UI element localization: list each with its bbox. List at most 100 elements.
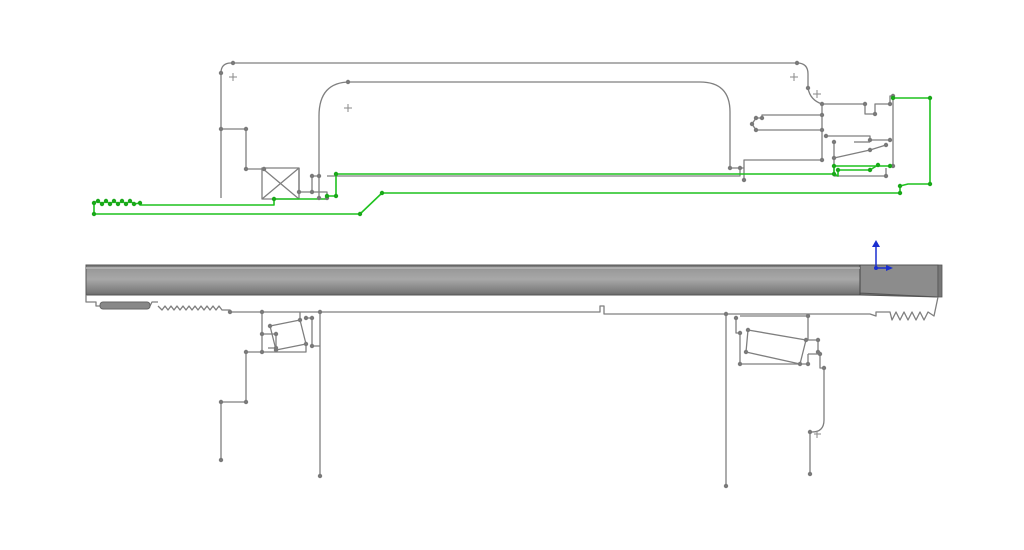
sketch-point (273, 347, 279, 353)
lower-sketch-profile[interactable] (85, 295, 939, 486)
sketch-point (741, 177, 747, 183)
sketch-point (317, 473, 323, 479)
sketch-point (723, 483, 729, 489)
selected-sketch-point (91, 200, 97, 206)
selected-sketch-point (333, 193, 339, 199)
sketch-point (805, 85, 811, 91)
sketch-point (261, 166, 267, 172)
selected-sketch-points (91, 95, 933, 217)
sketch-point (737, 361, 743, 367)
sketch-point (887, 101, 893, 107)
sketch-point (807, 429, 813, 435)
sketch-point (316, 195, 322, 201)
sketch-point (821, 365, 827, 371)
sketch-point (883, 142, 889, 148)
sketch-point (883, 173, 889, 179)
sketch-point (823, 133, 829, 139)
sketch-point (805, 361, 811, 367)
selected-sketch-point (115, 201, 121, 207)
selected-sketch-point (831, 163, 837, 169)
bearing-cross-box (261, 167, 300, 200)
sketch-point (303, 341, 309, 347)
sketch-point (753, 115, 759, 121)
sketch-point (737, 165, 743, 171)
selected-sketch-point (95, 198, 101, 204)
sketch-point (807, 471, 813, 477)
sketch-point (309, 315, 315, 321)
upper-sketch-profile[interactable] (220, 62, 894, 200)
sketch-point (737, 330, 743, 336)
sketch-point (759, 115, 765, 121)
selected-sketch-point (137, 200, 143, 206)
selected-sketch-point (123, 201, 129, 207)
selected-sketch-point (119, 198, 125, 204)
selected-sketch-point (927, 181, 933, 187)
sketch-point (743, 349, 749, 355)
coordinate-triad-icon[interactable] (872, 240, 893, 271)
selected-sketch-point (875, 162, 881, 168)
selected-sketch-point (271, 196, 277, 202)
sketch-point (218, 70, 224, 76)
sketch-point (867, 137, 873, 143)
selected-sketch-point (91, 211, 97, 217)
sketch-point (273, 331, 279, 337)
selected-sketch-point (324, 193, 330, 199)
selected-sketch-point (835, 167, 841, 173)
selected-sketch-point (127, 198, 133, 204)
sketch-point (819, 157, 825, 163)
sketch-point (831, 139, 837, 145)
sketch-point (723, 311, 729, 317)
sketch-point (267, 323, 273, 329)
sketch-point (309, 343, 315, 349)
selected-sketch-point (103, 198, 109, 204)
selected-sketch-point (927, 95, 933, 101)
selected-sketch-point (897, 183, 903, 189)
center-mark-crosses (229, 73, 821, 112)
sketch-point (296, 189, 302, 195)
sketch-point (259, 349, 265, 355)
sketch-point (867, 147, 873, 153)
sketch-point (243, 126, 249, 132)
sketch-point (316, 173, 322, 179)
sketch-point (872, 111, 878, 117)
sketch-point (815, 337, 821, 343)
selected-sketch-point (867, 167, 873, 173)
sketch-point (317, 309, 323, 315)
selected-sketch-point (333, 171, 339, 177)
sketch-point (345, 79, 351, 85)
sketch-point (819, 101, 825, 107)
sketch-point (259, 331, 265, 337)
selected-sketch-point (111, 198, 117, 204)
sketch-point (794, 60, 800, 66)
sketch-point (218, 399, 224, 405)
selected-sketch-point (897, 190, 903, 196)
sketch-point (309, 173, 315, 179)
selected-sketch-point (357, 211, 363, 217)
sketch-point (831, 155, 837, 161)
sketch-point (887, 137, 893, 143)
sketch-point (243, 399, 249, 405)
sketch-point (862, 101, 868, 107)
selected-sketch-point (890, 95, 896, 101)
sketch-point (218, 126, 224, 132)
sketch-point (243, 166, 249, 172)
sketch-point (817, 351, 823, 357)
selected-sketch-point (887, 163, 893, 169)
sketch-point (243, 349, 249, 355)
shaft-solid-body[interactable] (85, 264, 943, 298)
selected-sketch-point (831, 171, 837, 177)
sketch-point (259, 309, 265, 315)
sketch-point (819, 112, 825, 118)
selected-sketch-point (379, 190, 385, 196)
sketch-points (218, 60, 896, 489)
selected-sketch-point (99, 201, 105, 207)
sketch-point (303, 315, 309, 321)
sketch-point (745, 327, 751, 333)
sketch-point (727, 165, 733, 171)
sketch-point (805, 313, 811, 319)
sketch-point (218, 457, 224, 463)
sketch-point (227, 309, 233, 315)
sketch-point (230, 60, 236, 66)
sketch-point (797, 361, 803, 367)
